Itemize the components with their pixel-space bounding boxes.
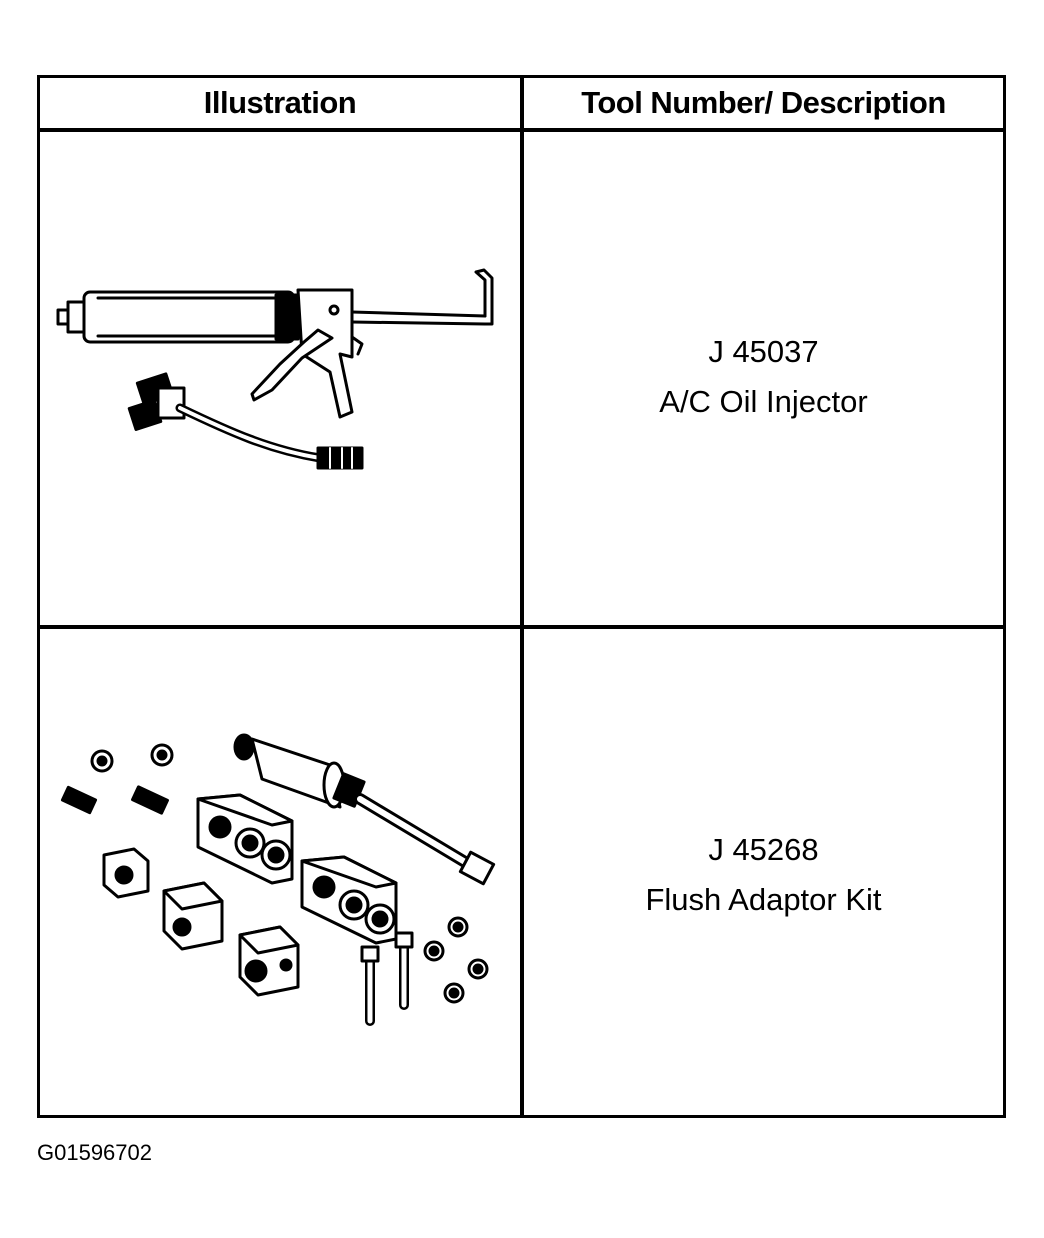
tool-cell-2: J 45268 Flush Adaptor Kit: [524, 825, 1003, 925]
header-illustration: Illustration: [203, 85, 357, 120]
flush-adaptor-kit-icon: [40, 629, 520, 1116]
header-tool-description: Tool Number/ Description: [581, 85, 946, 120]
column-divider: [520, 75, 524, 1118]
tool-number: J 45037: [708, 334, 819, 369]
figure-id: G01596702: [37, 1140, 152, 1165]
header-divider: [37, 128, 1006, 132]
oil-injector-gun-icon: [40, 132, 520, 625]
tool-cell-1: J 45037 A/C Oil Injector: [524, 327, 1003, 427]
tool-number: J 45268: [708, 832, 819, 867]
row-divider: [37, 625, 1006, 629]
tool-description: Flush Adaptor Kit: [645, 882, 882, 917]
tool-description: A/C Oil Injector: [659, 384, 868, 419]
